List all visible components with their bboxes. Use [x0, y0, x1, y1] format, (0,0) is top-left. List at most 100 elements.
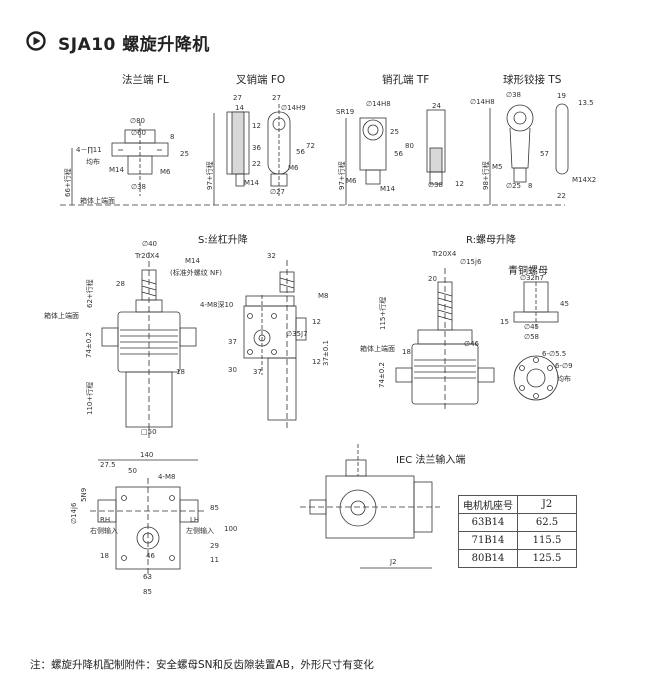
dim-label: 18 — [176, 368, 185, 376]
dim-label: LH — [190, 516, 200, 524]
dim-label: 27 — [272, 94, 281, 102]
dim-label: 4-M8 — [158, 473, 176, 481]
dim-label: 30 — [228, 366, 237, 374]
dim-label: 箱体上端面 — [360, 345, 395, 353]
dim-label: ∅14H8 — [470, 98, 495, 106]
dim-label: 37 — [228, 338, 237, 346]
dim-label: 22 — [557, 192, 566, 200]
dim-label: ∅80 — [130, 117, 146, 125]
dim-label: 56 — [296, 148, 305, 156]
dim-label: 74±0.2 — [85, 332, 93, 358]
dim-label: 8 — [170, 133, 175, 141]
table-row: 63B14 62.5 — [458, 513, 577, 532]
table-row: 80B14 125.5 — [458, 549, 577, 568]
dim-label: 4－∏11 — [76, 146, 102, 154]
dim-label: 20 — [428, 275, 437, 283]
dim-label: 25 — [390, 128, 399, 136]
dim-label: ∅58 — [524, 333, 540, 341]
s-input-shaft-right — [179, 327, 197, 347]
s-side-tube — [267, 357, 297, 421]
section-s: S:丝杠升降 — [198, 235, 248, 246]
dim-label: 37±0.1 — [322, 340, 330, 366]
dim-label: 100 — [224, 525, 238, 533]
dim-label: ∅15j6 — [460, 258, 482, 266]
dim-label: □50 — [141, 428, 157, 436]
dim-label: ∅14H8 — [366, 100, 391, 108]
table-cell: 80B14 — [458, 549, 518, 568]
dim-label: 98+行程 — [482, 161, 490, 190]
dim-label: 66+行程 — [64, 168, 72, 197]
table-header-row: 电机机座号 J2 — [458, 495, 577, 514]
dim-label: ∅38 — [506, 91, 522, 99]
dim-label: 85 — [143, 588, 152, 596]
dim-label: M14 — [244, 179, 259, 187]
table-cell: 71B14 — [458, 531, 518, 550]
dim-label: 27 — [233, 94, 242, 102]
section-r: R:螺母升降 — [466, 235, 517, 246]
dim-label: M14 — [109, 166, 124, 174]
dim-label: M6 — [288, 164, 299, 172]
dim-label: ∅46 — [464, 340, 480, 348]
dim-label: 12 — [312, 358, 321, 366]
dim-label: 80 — [405, 142, 414, 150]
footer-note: 注：螺旋升降机配制附件：安全螺母SN和反齿隙装置AB，外形尺寸有变化 — [30, 659, 374, 671]
dim-label: 箱体上端面 — [80, 197, 115, 205]
table-cell: 115.5 — [517, 531, 577, 550]
dim-label: M14 — [380, 185, 395, 193]
table-cell: 63B14 — [458, 513, 518, 532]
dim-label: 8 — [528, 182, 533, 190]
dim-label: 32 — [267, 252, 276, 260]
heading-fo: 叉销端 FO — [236, 74, 286, 86]
dim-label: 28 — [116, 280, 125, 288]
heading-ts: 球形铰接 TS — [503, 74, 562, 86]
dim-label: ∅35J7 — [286, 330, 308, 338]
dim-label: 50 — [128, 467, 137, 475]
dim-label: 63 — [143, 573, 152, 581]
s-input-shaft-left — [101, 327, 119, 347]
dim-label: 6-∅5.5 — [542, 350, 567, 358]
dim-label: 110+行程 — [86, 381, 94, 415]
dim-label: 25 — [180, 150, 189, 158]
dim-label: 140 — [140, 451, 154, 459]
dim-label: 27.5 — [100, 461, 116, 469]
dim-label: M6 — [160, 168, 171, 176]
dim-label: 29 — [210, 542, 219, 550]
motor-table: 电机机座号 J2 63B14 62.5 71B14 115.5 80B14 12… — [458, 495, 577, 568]
section-iec: IEC 法兰输入端 — [396, 455, 466, 466]
dim-label: 6-∅9 — [555, 362, 573, 370]
s-side-shaft — [295, 317, 307, 341]
dim-label: 72 — [306, 142, 315, 150]
dim-label: ∅40 — [142, 240, 158, 248]
dim-label: Tr20X4 — [135, 252, 160, 260]
dim-label: (标准外螺纹 NF) — [170, 269, 222, 277]
heading-tf: 销孔端 TF — [382, 74, 430, 86]
dim-label: 15 — [500, 318, 509, 326]
ts-eye — [506, 104, 534, 132]
dim-label: 56 — [394, 150, 403, 158]
dim-label: 4-M8深10 — [200, 301, 234, 309]
dim-label: 97+行程 — [338, 161, 346, 190]
dim-label: SR19 — [336, 108, 355, 116]
page-title: SJA10 螺旋升降机 — [58, 35, 210, 55]
dim-label: ∅14H9 — [281, 104, 306, 112]
dim-label: 12 — [252, 122, 261, 130]
dim-label: 均布 — [557, 375, 571, 383]
dim-label: M5 — [492, 163, 503, 171]
dim-label: 左侧输入 — [186, 527, 214, 535]
dim-label: 36 — [252, 144, 261, 152]
dim-label: ∅45 — [524, 323, 540, 331]
dim-label: ∅32h7 — [520, 274, 544, 282]
bottom-shaft-left — [97, 499, 117, 523]
table-cell: 62.5 — [517, 513, 577, 532]
dim-label: ∅25 — [506, 182, 522, 190]
ts-side — [555, 103, 569, 175]
dim-label: M14 — [185, 257, 200, 265]
table-cell: 125.5 — [517, 549, 577, 568]
dim-label: 19 — [557, 92, 566, 100]
dim-label: 11 — [210, 556, 219, 564]
dim-label: 74±0.2 — [378, 362, 386, 388]
dim-label: 12 — [312, 318, 321, 326]
dim-label: RH — [100, 516, 111, 524]
dim-label: 57 — [540, 150, 549, 158]
